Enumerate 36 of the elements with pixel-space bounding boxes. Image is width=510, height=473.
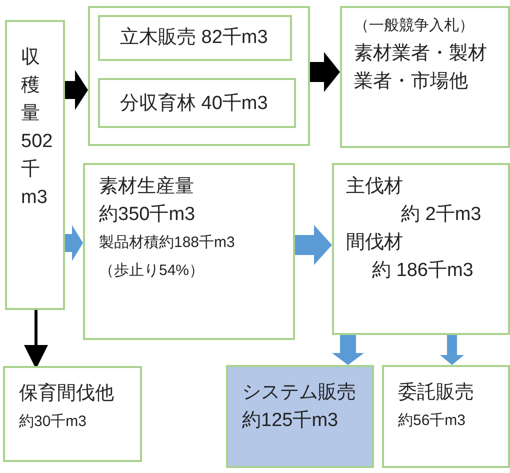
box-text: 主伐材 — [346, 175, 404, 199]
timber-box — [332, 163, 510, 335]
box-text: 製品材積約188千m3 — [99, 233, 236, 253]
arrow — [65, 225, 83, 261]
sales-box — [98, 15, 292, 61]
box-text: 素材業者・製材業者・市場他 — [354, 42, 488, 94]
box-text: 立木販売 82千m3 — [120, 26, 269, 50]
box-text: 約 2千m3 — [400, 203, 482, 227]
thinning-box — [3, 366, 142, 462]
quantity-box — [5, 20, 65, 310]
box-text: 約30千m3 — [19, 412, 88, 432]
box-text: 約125千m3 — [242, 409, 340, 433]
sales-box — [98, 78, 296, 128]
box-text: 収穫量502千m3 — [21, 46, 54, 210]
box-text: 約 186千m3 — [371, 259, 474, 283]
box-text: 約350千m3 — [99, 203, 196, 227]
box-text: 保育間伐他 — [19, 382, 115, 406]
box-text: システム販売 — [242, 381, 357, 405]
production-box — [83, 163, 295, 340]
buyer-box — [340, 6, 510, 148]
box-text: 約56千m3 — [398, 411, 467, 431]
arrow — [65, 70, 88, 110]
box-text: 委託販売 — [398, 381, 475, 405]
box-text: 分収育林 40千m3 — [120, 92, 269, 116]
consignment-box — [382, 365, 510, 468]
arrow — [440, 335, 464, 365]
system-sales-box — [226, 365, 374, 468]
arrow — [295, 225, 332, 265]
box-text: 間伐材 — [346, 231, 404, 255]
box-text: 素材生産量 — [99, 175, 195, 199]
arrow — [310, 52, 340, 92]
arrow — [24, 310, 48, 369]
group-box — [88, 6, 310, 146]
box-text: （一般競争入札） — [354, 16, 475, 36]
box-text: （歩止り54%） — [99, 261, 206, 281]
arrow — [332, 335, 364, 365]
